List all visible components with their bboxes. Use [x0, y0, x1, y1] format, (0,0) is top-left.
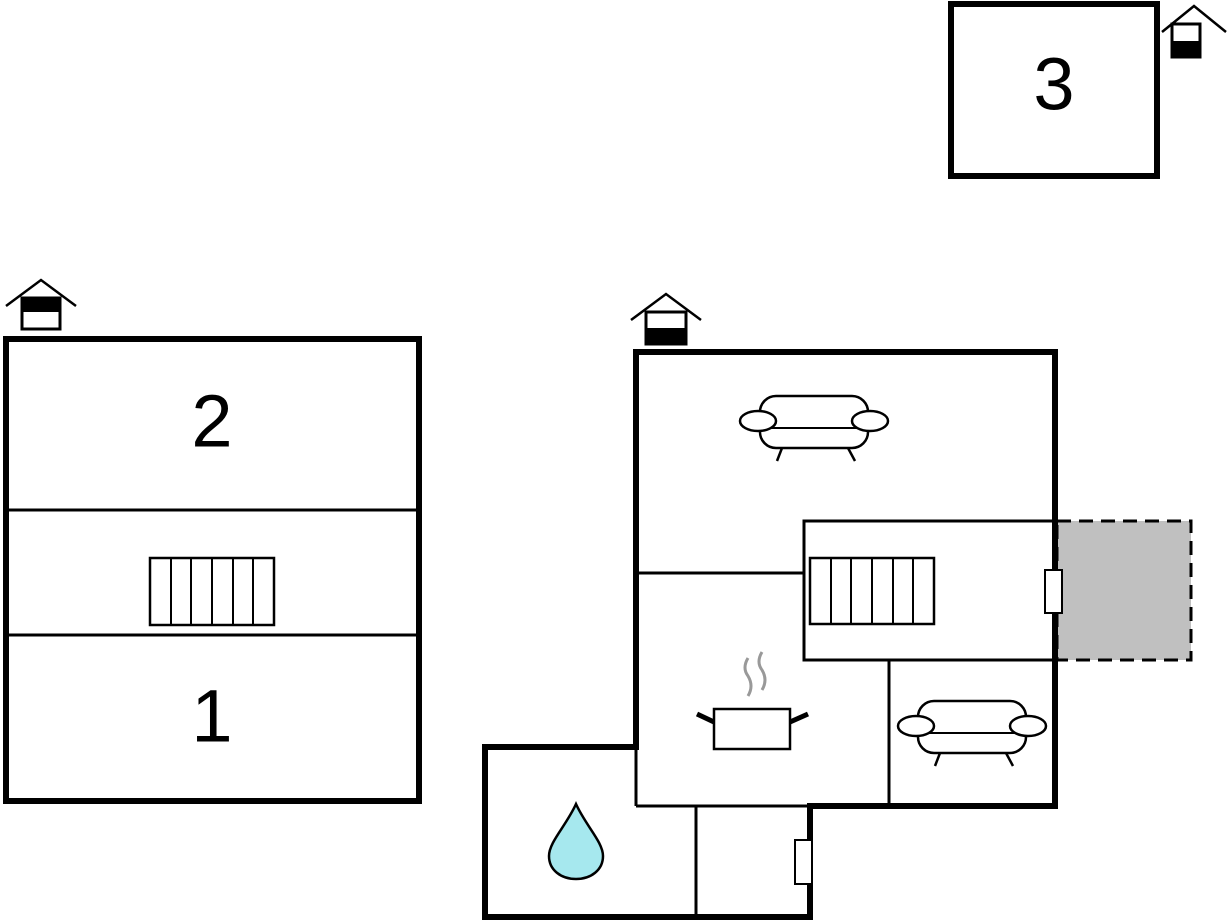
left-building: 2 1	[3, 278, 422, 804]
stairs-icon	[148, 556, 276, 627]
main-building-wall	[482, 349, 1058, 920]
room-label-2: 2	[191, 380, 232, 463]
annex-wall	[948, 1, 1160, 179]
room-label-3: 3	[1033, 43, 1074, 126]
house-icon	[5, 278, 77, 331]
main-building	[482, 292, 1193, 920]
house-icon	[1161, 4, 1227, 59]
terrace	[1055, 519, 1193, 662]
house-icon	[630, 292, 702, 346]
door-icon	[794, 839, 813, 885]
annex-building: 3	[948, 1, 1227, 179]
stair-hall-wall	[802, 519, 1055, 662]
door-icon	[1044, 569, 1063, 614]
stairs-icon	[808, 556, 936, 626]
kitchen-pot-icon	[695, 651, 810, 751]
bathroom-water-drop-icon	[547, 800, 605, 881]
room-label-1: 1	[191, 675, 232, 758]
sofa-icon	[896, 699, 1048, 767]
sofa-icon	[738, 394, 890, 462]
